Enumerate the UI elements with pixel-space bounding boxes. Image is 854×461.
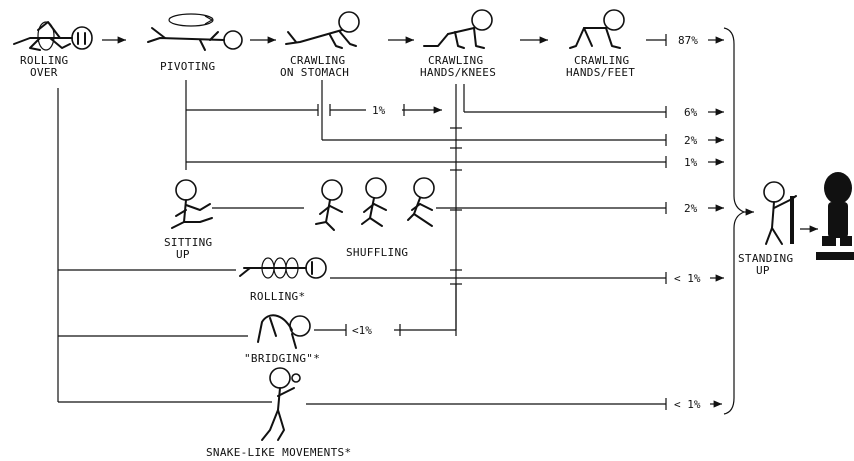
crawling-stomach-figure: [286, 12, 359, 48]
label-bridging: "BRIDGING"*: [244, 352, 320, 365]
standing-figure: [764, 182, 818, 244]
snake-figure: [262, 368, 300, 440]
pct-bridging: <1%: [352, 324, 372, 337]
label-sitting-up: SITTING UP: [164, 236, 219, 261]
pivoting-figure: [148, 14, 242, 50]
sitting-up-figure: [172, 180, 212, 228]
pct-stomach-knees: 1%: [372, 104, 386, 117]
label-crawling-knees: CRAWLING HANDS/KNEES: [420, 54, 496, 79]
rolling-figure: [240, 258, 326, 278]
rolling-over-figure: [14, 22, 92, 50]
crawling-feet-figure: [570, 10, 624, 48]
label-rolling: ROLLING*: [250, 290, 305, 303]
bridging-figure: [258, 315, 310, 348]
label-crawling-stomach: CRAWLING ON STOMACH: [280, 54, 352, 79]
label-rolling-over: ROLLING OVER: [20, 54, 75, 79]
pct-shuffle: 2%: [684, 202, 698, 215]
pct-stomach: 2%: [684, 134, 698, 147]
label-crawling-feet: CRAWLING HANDS/FEET: [566, 54, 636, 79]
pct-knees: 6%: [684, 106, 698, 119]
label-snake: SNAKE-LIKE MOVEMENTS*: [206, 446, 351, 459]
label-pivoting: PIVOTING: [160, 60, 215, 73]
standing-silhouette: [816, 172, 854, 260]
convergence-brace: [724, 28, 744, 414]
pct-rolling: < 1%: [674, 272, 701, 285]
crawling-knees-figure: [424, 10, 492, 48]
pct-snake: < 1%: [674, 398, 701, 411]
pct-pivot: 1%: [684, 156, 698, 169]
label-standing: STANDING UP: [738, 252, 800, 277]
shuffling-figures: [316, 178, 434, 230]
pct-feet: 87%: [678, 34, 698, 47]
label-shuffling: SHUFFLING: [346, 246, 408, 259]
